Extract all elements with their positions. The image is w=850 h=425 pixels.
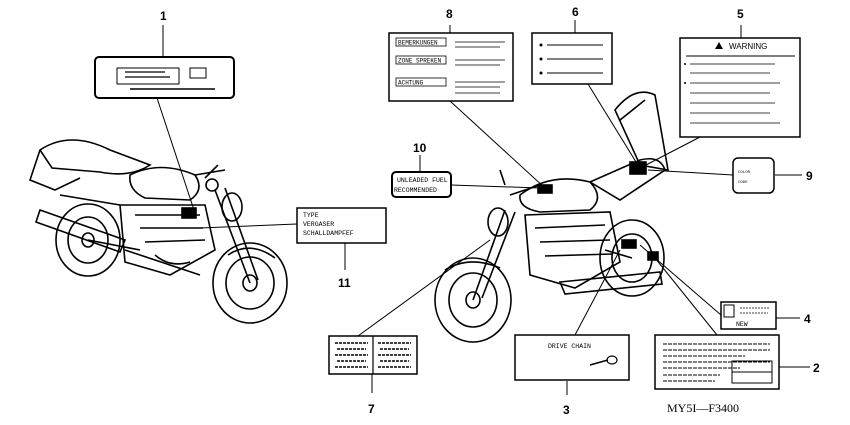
multi-label-row-3: ACHTUNG — [398, 80, 424, 87]
callout-1: 1 — [160, 9, 167, 23]
multi-label-row-1: BEMERKUNGEN — [398, 40, 438, 47]
callout-3: 3 — [563, 403, 570, 417]
label-1-plate — [94, 56, 235, 99]
new-label-text: NEW — [736, 321, 748, 328]
callout-9: 9 — [806, 169, 813, 183]
type-line-3: SCHALLDAMPFEF — [303, 230, 354, 237]
callout-2: 2 — [813, 361, 820, 375]
type-line-1: TYPE — [303, 212, 319, 219]
left-motorcycle-illustration — [29, 139, 288, 324]
label-2-spec — [654, 334, 780, 390]
callout-7: 7 — [368, 402, 375, 416]
label-7-panels — [328, 335, 418, 375]
drive-chain-text: DRIVE CHAIN — [548, 343, 591, 350]
label-10-fuel: UNLEADED FUEL RECOMMENDED — [391, 171, 452, 198]
color-code-line-1: COLOR — [738, 171, 751, 175]
label-9-color-code: COLOR CODE — [732, 157, 775, 194]
label-11-type: TYPE VERGASER SCHALLDAMPFEF — [296, 207, 387, 244]
label-5-warning: WARNING — [679, 37, 801, 138]
callout-10: 10 — [413, 141, 427, 155]
callout-4: 4 — [804, 312, 811, 326]
type-line-2: VERGASER — [303, 221, 334, 228]
part-code: MY5I—F3400 — [667, 401, 739, 415]
multi-label-row-2: ZONE SPREKEN — [398, 58, 442, 65]
right-motorcycle-illustration — [434, 91, 669, 343]
warning-title: WARNING — [729, 42, 767, 51]
callout-6: 6 — [572, 5, 579, 19]
color-code-line-2: CODE — [738, 181, 748, 185]
label-4-new: NEW — [720, 301, 777, 330]
callout-8: 8 — [446, 7, 453, 21]
fuel-label-line-1: UNLEADED FUEL — [397, 177, 448, 184]
callout-5: 5 — [737, 7, 744, 21]
callout-11: 11 — [338, 276, 351, 290]
fuel-label-line-2: RECOMMENDED — [394, 187, 437, 194]
label-3-drive-chain: DRIVE CHAIN — [514, 334, 630, 381]
label-6-list — [531, 32, 613, 85]
leader-lines — [156, 20, 810, 395]
label-8-multilang: BEMERKUNGEN ZONE SPREKEN ACHTUNG — [388, 32, 514, 102]
